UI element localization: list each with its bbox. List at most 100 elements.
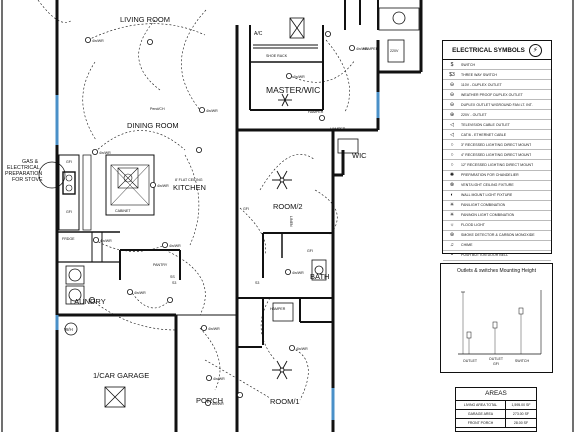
legend-symbol-icon: ◐ <box>450 192 454 199</box>
legend-item-text: WALL MOUNT LIGHT FIXTURE <box>461 193 513 198</box>
room-label-garage: 1/CAR GARAGE <box>93 371 149 380</box>
areas-row: FRONT PORCH 28.00 SF <box>456 419 536 428</box>
legend-header: ELECTRICAL SYMBOLS ⚡ <box>443 41 551 60</box>
room-label-living: LIVING ROOM <box>120 15 170 24</box>
areas-row-label: GARAGE AREA <box>456 410 506 418</box>
recessed-light-icon <box>85 30 355 406</box>
room-label-wic: WIC <box>352 151 367 160</box>
legend-item-text: TELEVISION CABLE OUTLET <box>461 122 510 127</box>
chandelier-icon <box>117 167 139 189</box>
mounting-diagram <box>458 290 542 355</box>
legend-item: ⊗ VENT/LIGHT CEILING FIXTURE <box>443 181 551 191</box>
legend-item-text: SMOKE DETECTOR & CARBON MONOXIDE <box>461 233 535 238</box>
legend-item: ⊖DUPLEX OUTLET W/GROUND FAN LT. INT. <box>443 100 551 111</box>
label-4in-wr: 4in/WR <box>134 291 146 295</box>
legend-item: ◁ CAT/6 - ETHERNET CABLE <box>443 130 551 141</box>
legend-item-text: FAN/NON LIGHT COMBINATION <box>461 213 515 218</box>
legend-item-text: CAT/6 - ETHERNET CABLE <box>461 132 507 137</box>
legend-item: ⊖110V - DUPLEX OUTLET <box>443 80 551 91</box>
legend-symbol-icon: ☼ <box>449 222 455 229</box>
label-4in-wr: 4in/WR <box>208 327 220 331</box>
legend-symbol-icon: • <box>451 252 453 259</box>
label-linen: LINEN <box>289 216 293 227</box>
walls <box>55 0 423 432</box>
label-ss: SS <box>170 275 175 279</box>
legend-item: ✳ FAN/LIGHT COMBINATION <box>443 201 551 211</box>
room-label-kitchen: KITCHEN <box>173 183 206 192</box>
note-gas-2: ELECTRICAL <box>7 165 40 171</box>
areas-row-value: 273.00 SF <box>512 412 530 416</box>
label-4in-wr: 4in/WR <box>292 271 304 275</box>
label-4in-wr: 4in/WR <box>212 402 224 406</box>
label-4in-wr: 4in/WR <box>296 347 308 351</box>
legend-symbol-icon: ○ <box>450 151 454 158</box>
label-220v: 220V <box>390 49 399 53</box>
legend-symbol-icon: ⊖ <box>449 101 455 108</box>
areas-row-value: 1,595.00 SF <box>511 403 531 407</box>
label-ceiling: 8' FLAT CEILING <box>175 178 203 182</box>
legend-symbol-icon: ✳ <box>449 202 455 209</box>
areas-row-label: FRONT PORCH <box>456 419 506 427</box>
room-label-room2: ROOM/2 <box>273 202 303 211</box>
label-fridge: FRDGE <box>62 237 75 241</box>
label-4in-wr: 4in/WR <box>169 244 181 248</box>
legend-item-text: PREPARATION FOR CHANDELIER <box>461 173 519 178</box>
label-4in-wr: 4in/WR <box>293 75 305 79</box>
label-hamper: HAMPER <box>308 110 324 114</box>
legend-item: ○3" RECESSED LIGHTING DIRECT MOUNT <box>443 140 551 151</box>
legend-item: ✺ PREPARATION FOR CHANDELIER <box>443 171 551 181</box>
note-gas-3: PREPARATION <box>5 171 42 177</box>
label-cabinet: CABINET <box>115 209 131 213</box>
legend-symbol-icon: ⊖ <box>449 81 455 88</box>
label-gfi: GFI <box>66 210 72 214</box>
legend-item-text: 12" RECESSED LIGHTING DIRECT MOUNT <box>461 162 534 167</box>
legend-item: ♫CHIME <box>443 241 551 251</box>
fan-light-icon <box>272 93 292 380</box>
circuit-wiring <box>37 0 356 401</box>
legend-symbol-icon: ✺ <box>449 172 455 179</box>
label-hamper: HAMPER <box>270 307 286 311</box>
mounting-outlet-label: OUTLET <box>462 359 478 363</box>
label-hamper: HAMPER <box>330 127 346 131</box>
laundry-appliances <box>64 265 85 336</box>
legend-item-text: FAN/LIGHT COMBINATION <box>461 203 506 208</box>
label-4in-wr: 4in/WR <box>157 184 169 188</box>
mounting-outlet-gfi-label: OUTLET <box>488 357 504 361</box>
legend-title: ELECTRICAL SYMBOLS <box>452 46 525 54</box>
legend-item: ✳FAN/NON LIGHT COMBINATION <box>443 211 551 221</box>
legend-item: ⊕220V - OUTLET <box>443 110 551 121</box>
label-water-heater: W/H <box>64 327 73 332</box>
areas-table: AREAS LIVING AREA TOTAL 1,595.00 SF GARA… <box>455 387 537 432</box>
label-gfi: GFI <box>243 207 249 211</box>
room-label-master: MASTER/WIC <box>266 85 320 95</box>
legend-item: ◐ WALL MOUNT LIGHT FIXTURE <box>443 191 551 201</box>
areas-title: AREAS <box>456 388 536 401</box>
room-label-porch: PORCH <box>196 396 223 405</box>
label-4in-wr: 4in/WR <box>100 239 112 243</box>
legend-item: ◁ TELEVISION CABLE OUTLET <box>443 120 551 131</box>
legend-item-text: FLOOD LIGHT <box>461 223 485 228</box>
label-shoe-rack: SHOE RACK <box>266 54 288 58</box>
legend-item-text: THREE WAY SWITCH <box>461 72 497 77</box>
room-label-dining: DINING ROOM <box>127 121 179 130</box>
legend-item: ○4" RECESSED LIGHTING DIRECT MOUNT <box>443 150 551 161</box>
label-hamper: HAMPER <box>363 47 379 51</box>
label-4in-wr: 4in/WR <box>99 151 111 155</box>
legend-item-text: VENT/LIGHT CEILING FIXTURE <box>461 183 514 188</box>
legend-symbol-icon: ◁ <box>450 121 454 128</box>
label-4in-wr: 4in/WR <box>92 39 104 43</box>
mounting-height-panel: Outlets & switches Mounting Height OUTLE… <box>440 263 553 373</box>
mounting-gfi-label: GFI <box>493 362 499 366</box>
label-4in-wr: 4in/WR <box>206 109 218 113</box>
legend-symbol-icon: ◁ <box>450 131 454 138</box>
label-gfi: GFI <box>307 249 313 253</box>
areas-row: LIVING AREA TOTAL 1,595.00 SF <box>456 401 536 410</box>
lightning-icon: ⚡ <box>528 43 542 57</box>
note-gas-4: FOR STOVE <box>12 177 43 183</box>
legend-symbol-icon: ⊗ <box>449 182 455 189</box>
legend-symbol-icon: ⊕ <box>449 111 455 118</box>
legend-item-text: WEATHER PROOF DUPLEX OUTLET <box>461 92 523 97</box>
label-pantry: PANTRY <box>153 263 168 267</box>
